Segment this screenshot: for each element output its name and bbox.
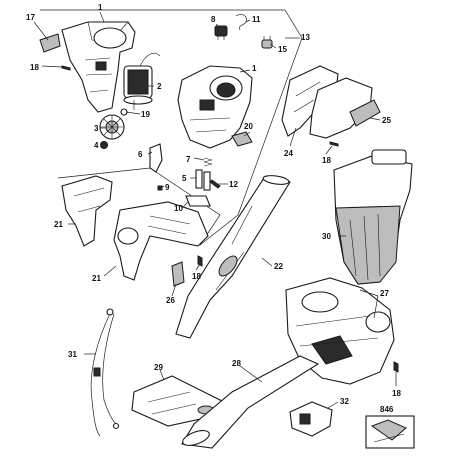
callout-25: 25 xyxy=(382,116,391,125)
callout-29: 29 xyxy=(154,363,163,372)
callout-17: 17 xyxy=(26,13,35,22)
callout-21-lower: 21 xyxy=(92,274,101,283)
callout-31: 31 xyxy=(68,350,77,359)
assembly-boundary-line-lower xyxy=(57,167,221,246)
part-32-clip xyxy=(289,401,333,437)
motor xyxy=(123,53,161,110)
callout-18-b: 18 xyxy=(322,156,331,165)
callout-12: 12 xyxy=(229,180,238,189)
callout-19: 19 xyxy=(141,110,150,119)
leader-lines xyxy=(33,11,397,409)
part-30-bag xyxy=(333,149,413,285)
part-11-cable xyxy=(235,14,247,31)
part-18-screw xyxy=(61,65,71,71)
callout-1-right: 1 xyxy=(252,64,257,73)
part-22-tube xyxy=(175,175,291,339)
part-18-screw-b xyxy=(329,141,339,147)
callout-10: 10 xyxy=(174,204,183,213)
callout-4: 4 xyxy=(94,141,99,150)
callout-24: 24 xyxy=(284,149,293,158)
callout-22: 22 xyxy=(274,262,283,271)
part-20-pad xyxy=(231,131,253,147)
callout-21-upper: 21 xyxy=(54,220,63,229)
callout-5: 5 xyxy=(182,174,187,183)
part-12-screw xyxy=(209,179,221,189)
part-6-trigger xyxy=(149,143,163,173)
callout-7: 7 xyxy=(186,155,191,164)
part-28-tube xyxy=(181,355,320,449)
part-5-lever xyxy=(195,169,211,191)
part-26-pad xyxy=(171,261,185,287)
callout-labels: 17 1 8 11 15 13 18 2 19 1 3 4 20 25 24 1… xyxy=(26,3,401,414)
callout-15: 15 xyxy=(278,45,287,54)
callout-846: 846 xyxy=(380,405,394,414)
part-18-screw-c xyxy=(197,255,203,267)
callout-18: 18 xyxy=(30,63,39,72)
part-21-housing-upper xyxy=(61,175,113,247)
part-31-strap xyxy=(90,308,120,437)
callout-30: 30 xyxy=(322,232,331,241)
part-15-capacitor xyxy=(261,36,273,49)
callout-26: 26 xyxy=(166,296,175,305)
part-8-switch xyxy=(214,25,228,40)
callout-1: 1 xyxy=(98,3,103,12)
callout-18-c: 18 xyxy=(192,272,201,281)
part-7-spring xyxy=(203,157,213,167)
part-21-housing-lower xyxy=(113,201,209,281)
callout-9: 9 xyxy=(165,183,170,192)
housing-half-left xyxy=(61,21,136,113)
callout-3: 3 xyxy=(94,124,99,133)
part-846-manual-box xyxy=(365,415,415,449)
part-27-fan-housing xyxy=(285,277,395,385)
callout-6: 6 xyxy=(138,150,143,159)
part-10-slider xyxy=(185,195,211,207)
callout-28: 28 xyxy=(232,359,241,368)
callout-2: 2 xyxy=(157,82,162,91)
callout-13: 13 xyxy=(301,33,310,42)
part-3-fan xyxy=(99,114,125,140)
part-24-cover xyxy=(281,65,339,137)
callout-27: 27 xyxy=(380,289,389,298)
callout-11: 11 xyxy=(252,15,261,24)
callout-18-d: 18 xyxy=(392,389,401,398)
callout-20: 20 xyxy=(244,122,253,131)
assembly-boundary-line xyxy=(40,9,303,246)
callout-32: 32 xyxy=(340,397,349,406)
part-17-pad xyxy=(39,33,61,53)
part-25-cover xyxy=(309,77,381,139)
housing-half-right xyxy=(177,65,253,149)
part-18-screw-d xyxy=(393,361,399,373)
callout-8: 8 xyxy=(211,15,216,24)
